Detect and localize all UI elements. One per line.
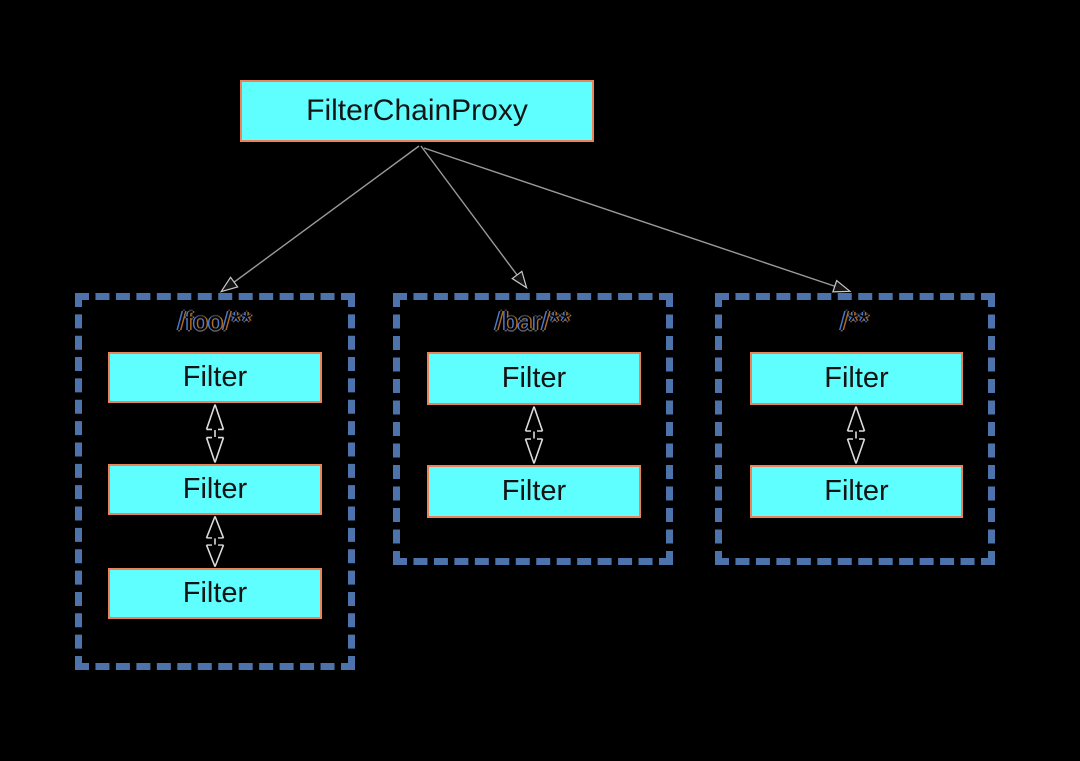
arrow-proxy-to-foo-chain [219,145,420,293]
filter-label: Filter [182,473,248,505]
filter-chain-proxy-label: FilterChainProxy [306,94,528,127]
filter-node: Filter [750,465,963,518]
filter-label: Filter [182,361,248,393]
filter-chain-bar: /bar/** Filter Filter [393,293,673,565]
filter-chain-proxy-node: FilterChainProxy [240,80,594,142]
bidirectional-arrow-icon [205,404,225,463]
filter-label: Filter [824,475,889,507]
filter-node: Filter [427,352,641,405]
filter-label: Filter [824,362,889,394]
filter-label: Filter [501,362,567,394]
chain-pattern-label: /foo/** [177,306,253,336]
filter-chain-foo: /foo/** Filter Filter Filter [75,293,355,670]
filter-label: Filter [501,475,567,507]
filter-node: Filter [427,465,641,518]
filter-node: Filter [108,352,322,403]
bidirectional-arrow-icon [205,516,225,567]
chain-pattern-label: /bar/** [495,306,571,336]
arrow-proxy-to-bar-chain [420,145,528,290]
arrow-proxy-to-catchall-chain [423,147,852,293]
filter-chain-catchall: /** Filter Filter [715,293,995,565]
filter-node: Filter [108,464,322,515]
bidirectional-arrow-icon [524,406,544,464]
filter-node: Filter [750,352,963,405]
chain-pattern-label: /** [840,306,870,336]
filter-node: Filter [108,568,322,619]
filter-label: Filter [182,577,248,609]
bidirectional-arrow-icon [846,406,866,464]
